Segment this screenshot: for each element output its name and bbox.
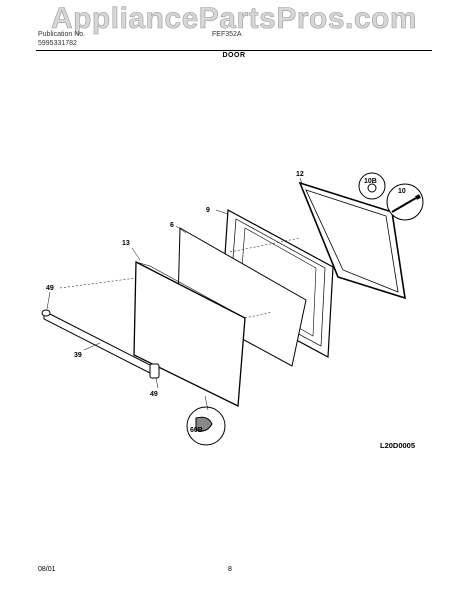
publication-label: Publication No. bbox=[38, 31, 86, 38]
diagram-code: L20D0005 bbox=[380, 441, 416, 450]
footer-date: 08/01 bbox=[38, 566, 56, 573]
callout-49-bottom: 49 bbox=[150, 391, 158, 398]
model-number: FEF352A bbox=[212, 31, 242, 38]
callout-60b: 60B bbox=[190, 427, 203, 434]
header-rule bbox=[36, 50, 432, 51]
callout-9: 9 bbox=[206, 207, 210, 214]
part-gasket-frame bbox=[298, 181, 406, 300]
inset-plug bbox=[186, 406, 226, 446]
part-insulation-panel bbox=[177, 227, 307, 367]
footer-page-number: 8 bbox=[228, 566, 232, 573]
watermark: AppliancePartsPros.com bbox=[50, 2, 418, 36]
callout-49-left: 49 bbox=[46, 285, 54, 292]
inset-screw-washer bbox=[358, 172, 424, 221]
leader-lines bbox=[46, 177, 303, 411]
part-outer-panel bbox=[133, 260, 246, 408]
publication-number: 5995331782 bbox=[38, 40, 77, 47]
callout-10b: 10B bbox=[364, 178, 377, 185]
section-title: DOOR bbox=[222, 52, 246, 59]
callout-12: 12 bbox=[296, 171, 304, 178]
callout-13: 13 bbox=[122, 240, 130, 247]
callout-39: 39 bbox=[74, 352, 82, 359]
callout-6: 6 bbox=[170, 222, 174, 229]
callout-10: 10 bbox=[398, 188, 406, 195]
part-handle bbox=[41, 309, 160, 379]
